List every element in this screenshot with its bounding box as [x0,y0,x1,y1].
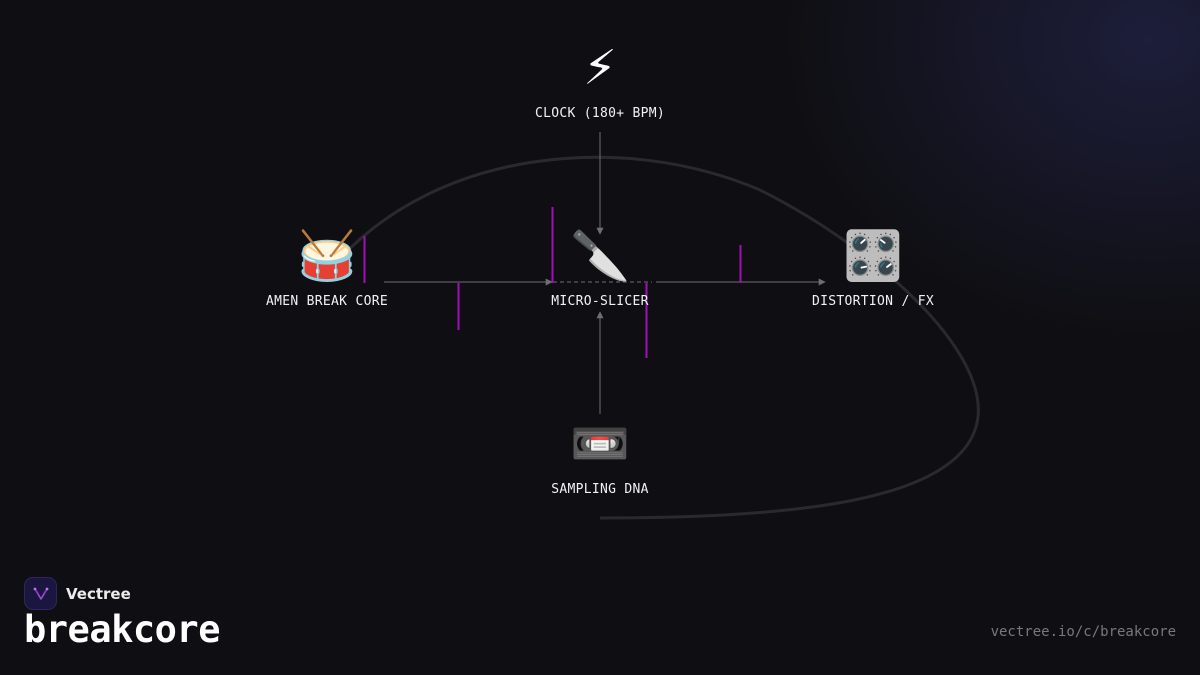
videocassette-icon: 📼 [570,416,630,472]
brand-name: Vectree [66,584,131,603]
node-label-distortion: DISTORTION / FX [812,294,934,309]
drum-icon: 🥁 [297,228,357,284]
node-label-sampling: SAMPLING DNA [551,482,649,497]
node-label-amen: AMEN BREAK CORE [266,294,388,309]
control-knobs-icon: 🎛️ [843,228,903,284]
page-url[interactable]: vectree.io/c/breakcore [990,624,1176,640]
background-arc [328,155,980,520]
lightning-icon: ⚡ [583,40,617,96]
knife-icon: 🔪 [570,228,630,284]
node-label-clock: CLOCK (180+ BPM) [534,106,666,121]
brand: Vectree [24,577,131,610]
node-label-slicer: MICRO-SLICER [551,294,649,309]
page-title: breakcore [24,608,220,651]
vectree-logo-icon [24,577,57,610]
